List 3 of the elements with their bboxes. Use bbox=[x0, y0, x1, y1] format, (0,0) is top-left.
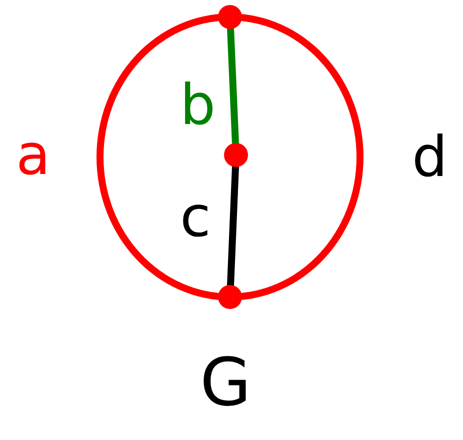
graph-edge bbox=[227, 26, 239, 146]
vertex-dot bbox=[224, 143, 248, 167]
graph-edge bbox=[227, 164, 239, 288]
